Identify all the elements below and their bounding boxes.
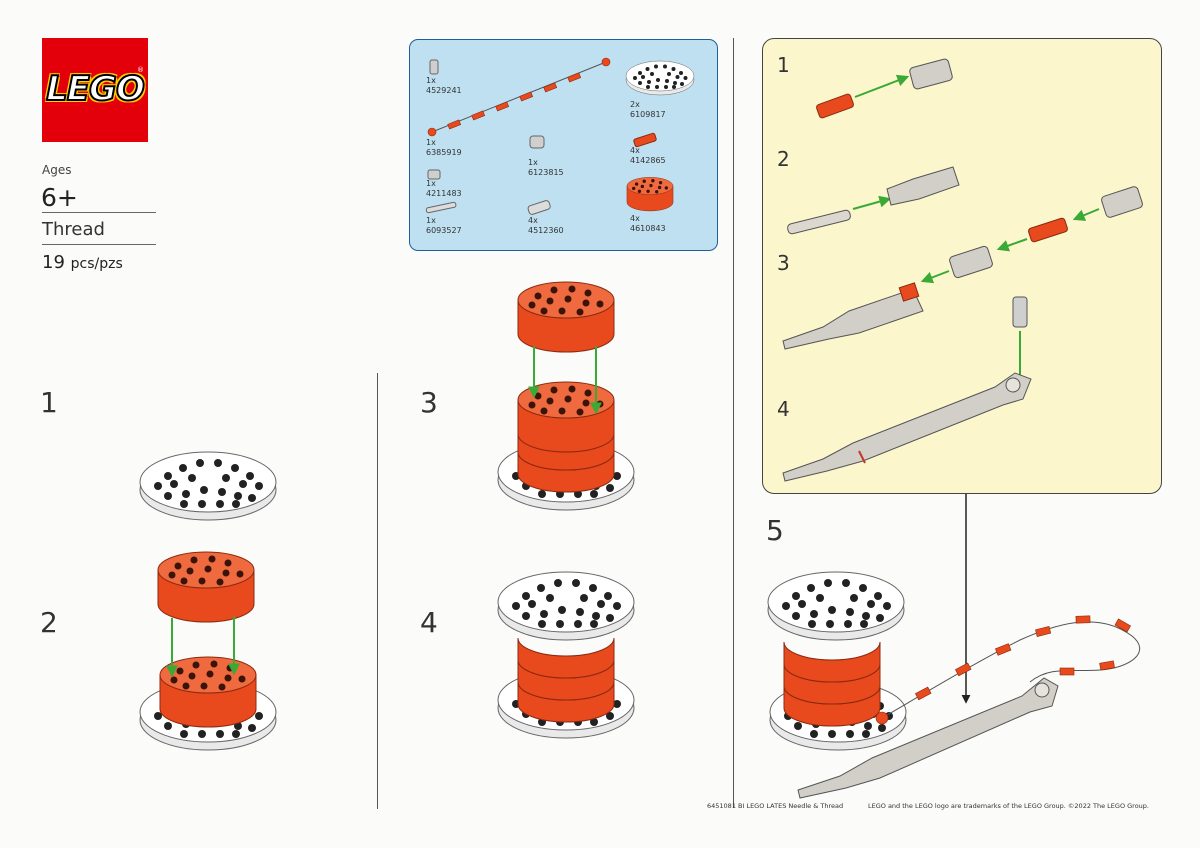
step-4-number: 4 bbox=[420, 606, 438, 639]
red-band-mark bbox=[858, 450, 866, 464]
needle bbox=[797, 677, 1059, 799]
column-divider-left bbox=[377, 373, 378, 809]
spool-plate-top bbox=[767, 571, 905, 641]
gray-rod bbox=[787, 209, 851, 235]
arrow-green bbox=[920, 270, 950, 284]
arrow-green bbox=[852, 195, 892, 210]
step-4-band bbox=[517, 637, 615, 679]
part-pin-icon bbox=[429, 59, 439, 75]
part-red-tube-icon bbox=[633, 132, 657, 148]
lego-logo-text: LEGO bbox=[45, 68, 146, 110]
step-2-brick-placed bbox=[159, 656, 257, 728]
arrow-green bbox=[854, 74, 910, 98]
divider-ages bbox=[42, 212, 156, 213]
ages-label: Ages bbox=[42, 163, 72, 177]
partial-needle bbox=[782, 288, 924, 350]
footer-trademark: LEGO and the LEGO logo are trademarks of… bbox=[868, 802, 1149, 810]
part-connector-icon bbox=[529, 135, 545, 149]
spool-band bbox=[783, 641, 881, 683]
footer-product: 6451081 BI LEGO LATES Needle & Thread bbox=[707, 802, 844, 810]
substep-4-number: 4 bbox=[777, 397, 790, 421]
part-red-brick-icon bbox=[626, 177, 674, 212]
gray-hex-tube bbox=[909, 58, 953, 90]
gray-pin bbox=[1012, 296, 1028, 328]
parts-drawings bbox=[425, 57, 695, 215]
pieces-count: 19 pcs/pzs bbox=[42, 252, 123, 273]
trademark-mark: ® bbox=[137, 66, 144, 74]
pieces-number: 19 bbox=[42, 252, 65, 273]
part-rod-icon bbox=[425, 201, 457, 214]
subassembly-panel: 1 2 3 4 bbox=[762, 38, 1162, 494]
ages-value: 6+ bbox=[41, 183, 78, 212]
column-divider-right bbox=[733, 38, 734, 808]
step-2-number: 2 bbox=[40, 606, 58, 639]
red-tube-segment bbox=[898, 282, 920, 302]
gray-hex-tube bbox=[1101, 186, 1143, 218]
step-5-illustration bbox=[767, 494, 1141, 799]
arrow-green bbox=[996, 238, 1028, 252]
steps-1-2-illustration bbox=[139, 451, 277, 751]
part-white-plate-icon bbox=[625, 60, 695, 96]
gray-hex-tube bbox=[949, 245, 993, 279]
arrow-green bbox=[1072, 208, 1100, 221]
needle-tip-part bbox=[886, 166, 960, 206]
step-3-number: 3 bbox=[420, 386, 438, 419]
divider-name bbox=[42, 244, 156, 245]
steps-3-4-illustration bbox=[497, 281, 635, 739]
red-tube bbox=[1028, 217, 1068, 243]
complete-needle bbox=[782, 372, 1032, 482]
step-1-number: 1 bbox=[40, 386, 58, 419]
substep-3-number: 3 bbox=[777, 251, 790, 275]
red-tube bbox=[816, 93, 854, 119]
set-name: Thread bbox=[42, 219, 105, 240]
pieces-unit: pcs/pzs bbox=[70, 256, 123, 272]
needle-assembly-drawings bbox=[782, 58, 1143, 482]
needle-eye bbox=[1005, 377, 1021, 393]
step-3-brick-floating bbox=[517, 281, 615, 353]
step-5-number: 5 bbox=[766, 514, 784, 547]
step-4-plate-top bbox=[497, 571, 635, 641]
thread-chain bbox=[875, 615, 1141, 725]
substep-1-number: 1 bbox=[777, 53, 790, 77]
needle-eye bbox=[1034, 682, 1050, 698]
part-bush-icon bbox=[427, 169, 441, 180]
substep-2-number: 2 bbox=[777, 147, 790, 171]
part-tube-icon bbox=[527, 200, 551, 215]
step-2-brick-floating bbox=[157, 551, 255, 623]
step-1-plate bbox=[139, 451, 277, 521]
step-3-brick-placed bbox=[517, 381, 615, 453]
part-chain-icon bbox=[427, 57, 611, 137]
lego-logo: LEGO ® bbox=[42, 38, 148, 142]
